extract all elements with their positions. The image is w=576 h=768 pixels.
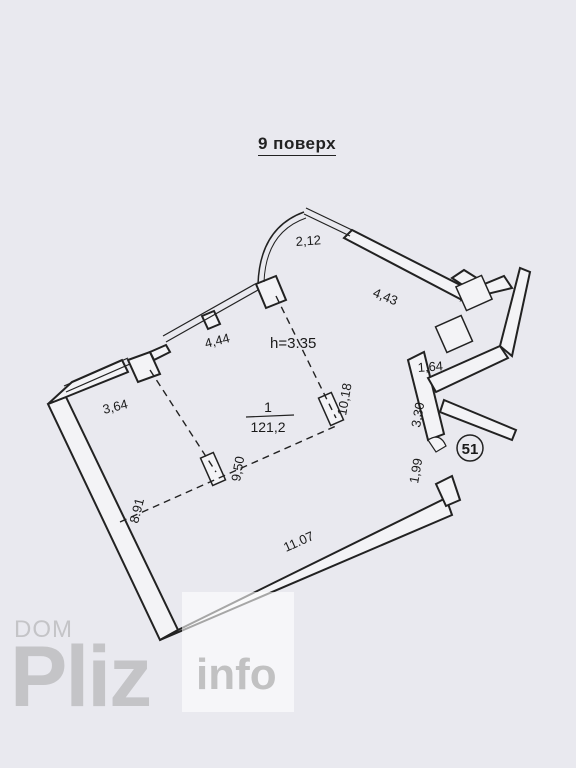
floor-title: 9 поверх [258, 134, 337, 156]
balcony-arc [257, 211, 305, 285]
wall-upper-right [342, 228, 472, 302]
room-area: 121,2 [250, 419, 285, 435]
corridor-wall-d [438, 398, 518, 442]
wall-top-mid [148, 343, 172, 362]
dim-3-64: 3,64 [101, 396, 129, 417]
dim-4-44: 4,44 [203, 330, 231, 351]
dashed-lines [119, 295, 337, 523]
dim-11-07: 11.07 [281, 528, 316, 555]
wall-right [406, 350, 446, 442]
dim-2-12: 2,12 [295, 232, 321, 249]
wall-left [46, 395, 180, 642]
wall-bottom [159, 496, 454, 641]
shaft-lower [434, 314, 474, 354]
dim-3-30: 3,30 [408, 401, 427, 429]
pillar-mid [200, 309, 222, 331]
dim-8-91: 8.91 [126, 497, 147, 525]
apartment-number: 51 [462, 441, 479, 458]
corridor-wall-b [426, 344, 510, 394]
shaft-upper [454, 274, 494, 312]
window-left-a [65, 363, 131, 393]
window-left-b [63, 357, 129, 387]
dashed-horizontal [119, 425, 337, 523]
dim-1-99: 1,99 [406, 457, 425, 485]
dim-9-50: 9,50 [228, 455, 247, 483]
pillar-left [126, 350, 162, 384]
wall-right-bottom [434, 474, 462, 508]
dim-4-43: 4,43 [371, 285, 400, 308]
apartment-circle [456, 434, 484, 462]
window-mid-a [165, 289, 259, 343]
window-upper-b [305, 207, 353, 231]
dimension-labels: 2,12 4,43 4,44 3,64 1,64 3,30 10,18 9,50… [101, 232, 443, 554]
balcony-arc-inner [263, 217, 307, 283]
window-upper-a [303, 213, 351, 237]
room-number-underline [245, 414, 295, 418]
window-mid-b [162, 283, 256, 337]
ceiling-height: h=3.35 [270, 335, 316, 352]
dashed-vertical-right [275, 295, 337, 419]
room-number: 1 [264, 399, 272, 415]
dashed-vertical-left [149, 369, 217, 473]
windows [63, 207, 353, 393]
walls [46, 228, 532, 642]
dim-10-18: 10,18 [334, 382, 354, 417]
dim-1-64: 1,64 [417, 358, 443, 375]
corridor-wall-c [498, 266, 532, 358]
pillar-right [254, 274, 288, 310]
door-swing [427, 436, 447, 453]
